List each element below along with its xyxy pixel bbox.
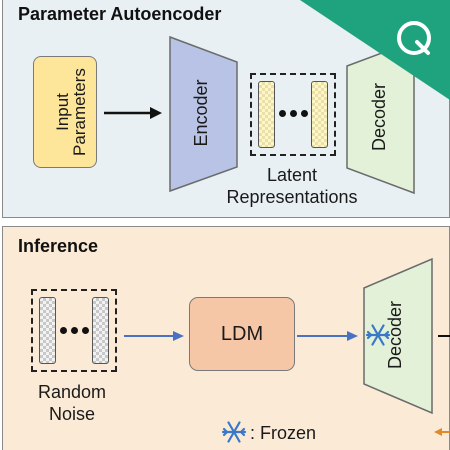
latent-dashed-box: [250, 73, 336, 156]
noise-dashed-box: [31, 289, 117, 372]
arrow-noise-to-ldm: [173, 331, 184, 341]
autoencoder-panel-title: Parameter Autoencoder: [18, 4, 222, 24]
input-parameters-box: [33, 56, 97, 168]
legend-snowflake-icon: [221, 421, 247, 443]
latent-bar-left: [258, 81, 275, 148]
decoder-label: Decoder: [369, 82, 389, 152]
arrow-orange: [434, 428, 442, 436]
inference-decoder-label: Decoder: [385, 300, 405, 370]
arrow-ldm-to-decoder: [347, 331, 358, 341]
encoder-block: [169, 35, 238, 193]
encoder-label: Encoder: [191, 79, 211, 147]
ldm-box: LDM: [189, 297, 295, 371]
noise-dots: [60, 327, 89, 334]
inference-decoder-block: [363, 257, 433, 415]
logo-icon: [397, 21, 431, 55]
noise-bar-right: [92, 297, 109, 364]
legend-frozen-label: : Frozen: [250, 423, 317, 443]
ldm-label: LDM: [220, 322, 264, 345]
input-parameters-label-2: Parameters: [70, 68, 89, 156]
snowflake-icon: [365, 324, 391, 346]
noise-bar-left: [39, 297, 56, 364]
latent-label-1: Latent: [266, 165, 318, 185]
latent-label-2: Representations: [226, 187, 358, 207]
noise-label-1: Random: [37, 382, 107, 402]
latent-bar-right: [311, 81, 328, 148]
arrow-input-to-encoder: [150, 107, 162, 119]
latent-dots: [279, 110, 308, 117]
noise-label-2: Noise: [48, 404, 96, 424]
inference-panel-title: Inference: [18, 236, 99, 256]
